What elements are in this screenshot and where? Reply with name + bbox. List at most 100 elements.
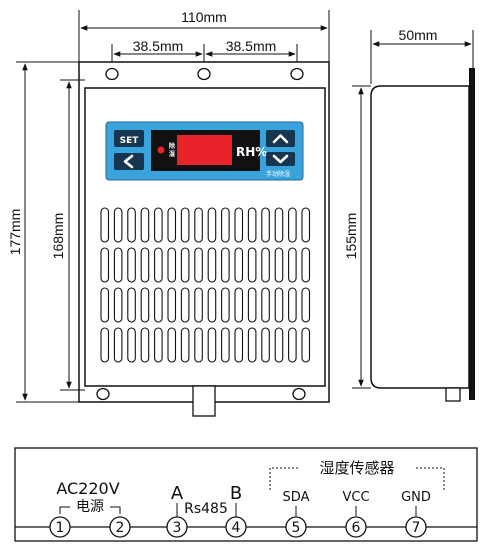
sensor-pin-sda: SDA [283,490,310,505]
vent-slot [247,327,257,363]
vent-slot [167,287,177,323]
hole-spacing-right-label: 38.5mm [226,38,277,54]
vent-slot [127,207,136,243]
vent-slot [234,247,244,283]
vent-slot [207,327,217,363]
terminal-7: 7 [405,516,427,538]
vent-slot [100,287,110,323]
svg-text:SET: SET [120,136,140,146]
chevron-up-icon [272,134,289,144]
led-digits [177,135,232,165]
vent-slot [140,327,150,363]
vent-slot [261,207,270,243]
vent-slot [180,327,190,363]
ventilation-grille [100,207,311,363]
svg-text:5: 5 [292,520,301,536]
vent-slot [274,247,284,283]
vent-slot [288,327,297,363]
vent-slot [234,327,244,363]
vent-slot [127,327,136,363]
wiring-diagram: AC220V 电源 A B Rs485 湿度传感器 SDA VCC GND 1 … [14,447,478,542]
terminal-4: 4 [225,516,247,538]
vent-slot [301,327,311,363]
svg-text:6: 6 [352,520,361,536]
side-view: 50mm 155mm [343,27,475,402]
vent-slot [234,207,244,243]
vent-slot [154,327,163,363]
vent-slot [167,207,177,243]
vent-slot [194,207,203,243]
chevron-left-icon [123,154,134,169]
vent-slot [221,327,230,363]
vent-slot [113,247,123,283]
height-total-label: 177mm [7,209,23,256]
height-inner-label: 168mm [50,213,66,260]
left-arrow-button[interactable] [114,153,144,170]
vent-slot [113,287,123,323]
control-panel: SET 除 湿 RH% 手动除湿 [105,121,304,181]
mounting-hole [197,67,211,81]
vent-slot [180,247,190,283]
vent-slot [180,207,190,243]
mounting-hole [290,67,304,81]
vent-slot [154,247,163,283]
vent-slot [113,327,123,363]
vent-slot [274,207,284,243]
vent-slot [247,287,257,323]
vent-slot [288,207,297,243]
vent-slot [100,207,110,243]
vent-slot [167,327,177,363]
vent-slot [247,207,257,243]
vent-slot [301,287,311,323]
vent-slot [221,207,230,243]
vent-slot [167,247,177,283]
terminal-5: 5 [285,516,307,538]
vent-slot [194,287,203,323]
dehumid-indicator-led [157,146,165,154]
vent-slot [207,287,217,323]
width-dimension-label: 110mm [181,9,227,25]
terminal-3: 3 [166,516,188,538]
vent-slot [100,327,110,363]
down-button[interactable] [266,152,295,166]
manual-dehumid-label: 手动除湿 [266,170,290,178]
svg-text:3: 3 [173,520,182,536]
height-side-label: 155mm [343,213,359,260]
vent-slot [194,247,203,283]
vent-slot [127,247,136,283]
svg-text:4: 4 [232,520,241,536]
terminal-1: 1 [49,516,71,538]
vent-slot [301,247,311,283]
vent-slot [154,207,163,243]
front-view: 110mm 38.5mm 38.5mm 177mm 168mm [7,9,330,417]
up-button[interactable] [266,130,295,147]
vent-slot [288,287,297,323]
hole-spacing-left-label: 38.5mm [133,38,184,54]
set-button[interactable]: SET [114,130,144,147]
sensor-title: 湿度传感器 [319,459,394,477]
power-voltage-label: AC220V [56,479,119,498]
vent-slot [154,287,163,323]
vent-slot [234,287,244,323]
vent-slot [247,247,257,283]
vent-slot [261,327,270,363]
sensor-pin-vcc: VCC [342,490,369,505]
svg-text:2: 2 [116,520,125,536]
vent-slot [221,247,230,283]
mounting-hole [292,387,306,401]
cable-gland [192,385,216,417]
vent-slot [274,287,284,323]
vent-slot [301,207,311,243]
vent-slot [194,327,203,363]
chevron-down-icon [272,154,289,164]
dehumid-label-2: 湿 [169,150,175,158]
unit-label: RH% [236,145,267,159]
vent-slot [140,287,150,323]
dehumid-label-1: 除 [169,142,176,150]
vent-slot [100,247,110,283]
vent-slot [207,247,217,283]
vent-slot [113,207,123,243]
side-cable-gland [445,387,461,402]
depth-dimension-label: 50mm [399,27,438,43]
